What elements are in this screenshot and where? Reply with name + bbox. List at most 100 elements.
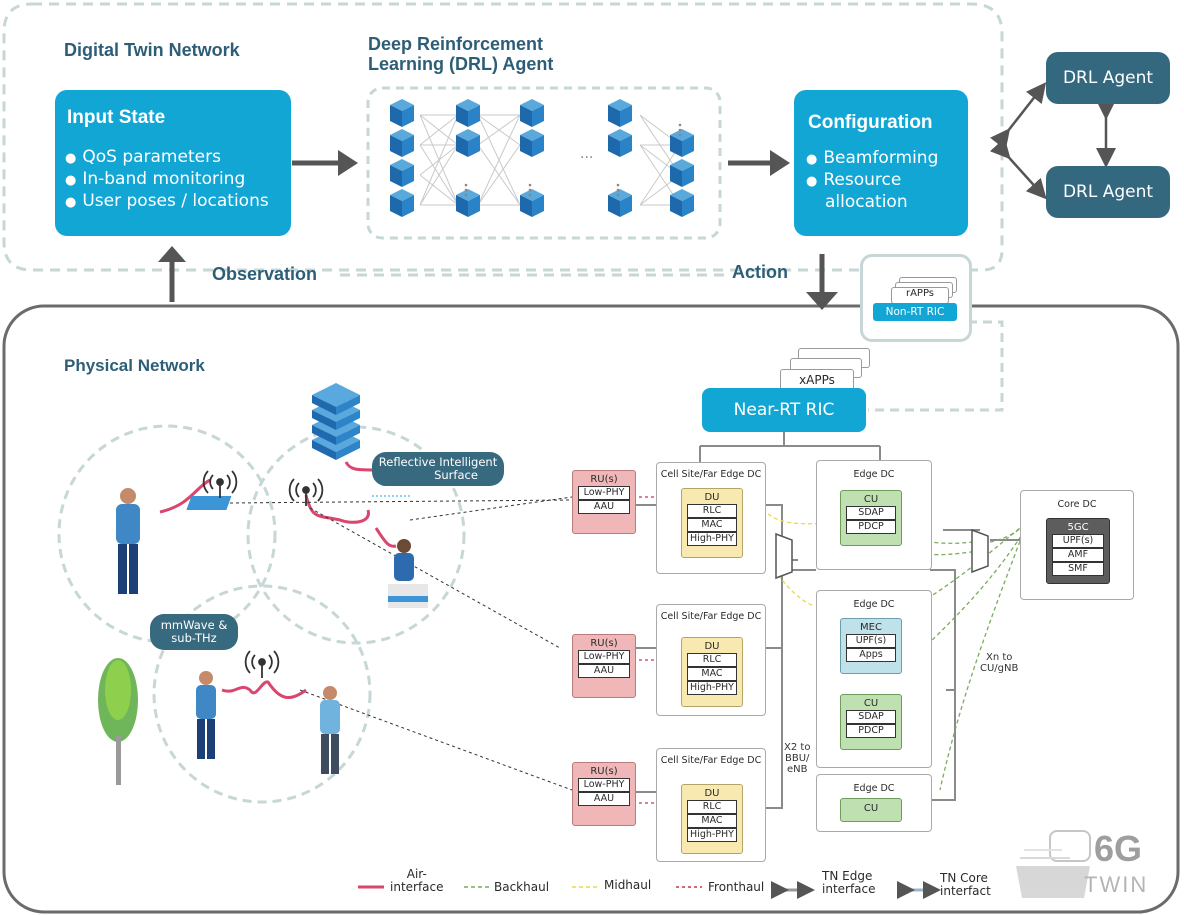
near-rt-ric-box: Near-RT RIC [702, 388, 866, 432]
mec-row: Apps [846, 648, 896, 662]
du-box: DU RLC MAC High-PHY [681, 488, 743, 558]
nn-neuron-cube [520, 129, 544, 157]
non-rt-ric-label: Non-RT RIC [873, 303, 957, 321]
nn-ellipsis: ... [580, 146, 594, 162]
server-stack-icon [312, 383, 360, 460]
drl-title-line2: Learning (DRL) Agent [368, 54, 554, 74]
legend-backhaul: Backhaul [494, 880, 550, 894]
nn-neuron-cube [390, 99, 414, 127]
ru-row: AAU [578, 792, 630, 806]
nn-dot [678, 128, 682, 132]
configuration-list: Beamforming Resource allocation [806, 148, 968, 214]
xn-label-line: Xn to [985, 652, 1013, 663]
physical-network-title: Physical Network [64, 356, 205, 375]
xn-label: Xn to CU/gNB [980, 652, 1018, 674]
mmwave-label: mmWave & sub-THz [150, 614, 238, 650]
observation-label: Observation [212, 264, 318, 284]
logo-sub: TWIN [1084, 872, 1149, 897]
mmwave-line1: mmWave & [160, 618, 228, 632]
legend-air-line2: interface [390, 880, 444, 894]
user-figures [116, 488, 428, 774]
input-state-list: QoS parameters In-band monitoring User p… [65, 147, 291, 213]
ru-box: RU(s) Low-PHY AAU [572, 470, 636, 534]
nn-neuron-cube [670, 189, 694, 217]
ru-row: AAU [578, 664, 630, 678]
ris-label-line1: Reflective Intelligent [378, 455, 498, 469]
drl-network-frame [366, 86, 722, 240]
ru-box: RU(s) Low-PHY AAU [572, 634, 636, 698]
ru-row: Low-PHY [578, 650, 630, 664]
du-row: RLC [687, 653, 737, 667]
cell-site-title: Cell Site/Far Edge DC [660, 611, 762, 622]
du-row: High-PHY [687, 532, 737, 546]
legend-symbols [358, 881, 941, 899]
x2-label-line: eNB [786, 764, 808, 775]
ru-title: RU(s) [590, 766, 618, 777]
cell-site-title: Cell Site/Far Edge DC [660, 469, 762, 480]
edge-dc-title: Edge DC [853, 783, 895, 794]
ru-row: Low-PHY [578, 778, 630, 792]
core-dc-title: Core DC [1057, 499, 1097, 510]
nn-neuron-cube [608, 189, 632, 217]
du-row: RLC [687, 504, 737, 518]
du-row: RLC [687, 800, 737, 814]
du-box: DU RLC MAC High-PHY [681, 637, 743, 707]
nn-dot [528, 183, 532, 187]
legend-air: Air- interface [390, 868, 444, 894]
nn-neuron-cube [520, 189, 544, 217]
nn-neuron-cube [390, 159, 414, 187]
nn-neuron-cube [456, 189, 480, 217]
digital-twin-frame [2, 2, 1004, 272]
configuration-box: Configuration Beamforming Resource alloc… [794, 90, 968, 236]
cu-title: CU [863, 698, 879, 709]
edge-dc-title: Edge DC [853, 599, 895, 610]
mec-box: MEC UPF(s) Apps [840, 618, 902, 674]
ru-row: AAU [578, 500, 630, 514]
cu-box: CU SDAP PDCP [840, 490, 902, 546]
nn-neuron-cube [390, 129, 414, 157]
core-row: AMF [1052, 548, 1104, 562]
du-title: DU [704, 492, 720, 503]
du-row: MAC [687, 814, 737, 828]
configuration-title: Configuration [808, 112, 933, 133]
du-row: High-PHY [687, 681, 737, 695]
nn-cubes [390, 99, 694, 217]
cu-row: PDCP [846, 724, 896, 738]
mec-title: MEC [860, 622, 882, 633]
x2-label: X2 to BBU/ eNB [784, 742, 810, 775]
ris-surface [186, 495, 410, 510]
du-row: MAC [687, 667, 737, 681]
ru-box: RU(s) Low-PHY AAU [572, 762, 636, 826]
legend-tn-edge-line2: interface [822, 882, 876, 896]
digital-twin-title: Digital Twin Network [64, 40, 240, 60]
nn-neuron-cube [520, 99, 544, 127]
core-title: 5GC [1067, 522, 1089, 533]
configuration-item: Beamforming [806, 148, 968, 170]
switch-icon [971, 528, 989, 574]
antenna-icons [202, 470, 324, 678]
nn-neuron-cube [608, 99, 632, 127]
input-state-item: QoS parameters [65, 147, 291, 169]
configuration-item: allocation [825, 192, 908, 212]
cu-row: SDAP [846, 506, 896, 520]
edge-dc-box: Edge DC [816, 774, 932, 832]
input-state-box: Input State QoS parameters In-band monit… [55, 90, 291, 236]
configuration-item: Resource [806, 170, 968, 192]
core-row: SMF [1052, 562, 1104, 576]
ris-label: Reflective Intelligent Surface [372, 452, 504, 486]
input-state-item: In-band monitoring [65, 169, 291, 191]
logo-6g-twin [1016, 830, 1091, 898]
ru-row: Low-PHY [578, 486, 630, 500]
cu-row: SDAP [846, 710, 896, 724]
drl-agent-title: Deep Reinforcement Learning (DRL) Agent [368, 34, 553, 74]
nn-neuron-cube [390, 189, 414, 217]
du-title: DU [704, 641, 720, 652]
core-row: UPF(s) [1052, 534, 1104, 548]
nn-dot [464, 183, 468, 187]
nn-neuron-cube [670, 129, 694, 157]
nn-neuron-cube [456, 129, 480, 157]
nn-dot [528, 193, 532, 197]
drl-agent-box: DRL Agent [1046, 166, 1170, 218]
cu-box: CU SDAP PDCP [840, 694, 902, 750]
